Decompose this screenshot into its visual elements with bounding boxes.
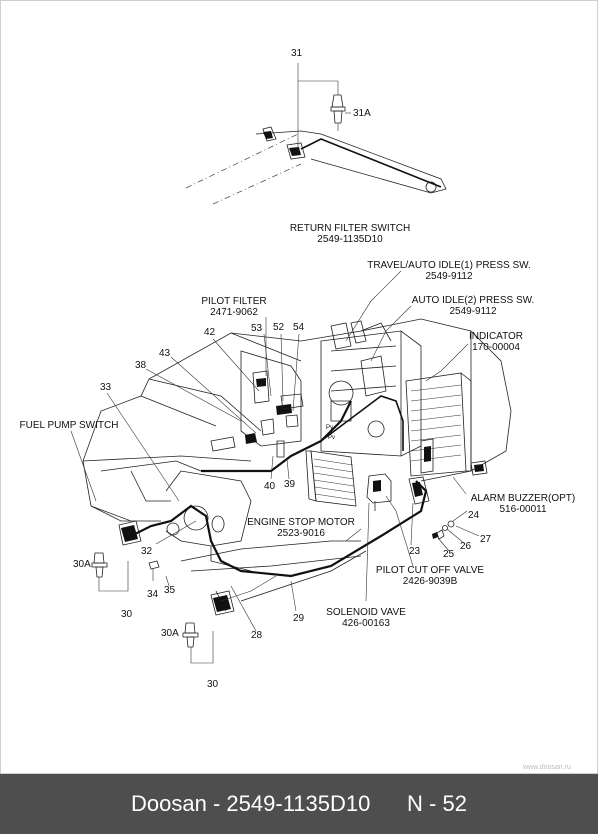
callout-34: 34 bbox=[147, 589, 159, 600]
upper-frame bbox=[82, 318, 512, 612]
label-alarm-buzzer: ALARM BUZZER(OPT) bbox=[471, 493, 575, 504]
callout-43: 43 bbox=[159, 348, 171, 359]
callout-52: 52 bbox=[273, 322, 285, 333]
callout-39: 39 bbox=[284, 479, 296, 490]
hardware-24-27 bbox=[432, 520, 455, 540]
pn-solenoid-vave: 426-00163 bbox=[342, 618, 390, 629]
solenoid-valve bbox=[366, 473, 392, 511]
callout-27: 27 bbox=[480, 534, 492, 545]
wire-harness-engine bbox=[320, 395, 404, 451]
callout-32: 32 bbox=[141, 546, 153, 557]
label-travel-auto-idle-1: TRAVEL/AUTO IDLE(1) PRESS SW. bbox=[367, 260, 531, 271]
footer-brand: Doosan bbox=[131, 791, 207, 816]
callout-24: 24 bbox=[468, 510, 480, 521]
label-auto-idle-2: AUTO IDLE(2) PRESS SW. bbox=[412, 295, 535, 306]
callout-35: 35 bbox=[164, 585, 176, 596]
callout-33: 33 bbox=[100, 382, 112, 393]
watermark-text: www.doosan.ru bbox=[522, 764, 571, 771]
callout-31a: 31A bbox=[353, 108, 371, 119]
diagram-canvas: 31 31A RETURN FILTER SWITCH 2549-1135D10 bbox=[20, 48, 576, 771]
callout-30a-left: 30A bbox=[73, 559, 91, 570]
callout-26: 26 bbox=[460, 541, 472, 552]
footer-part-number: 2549-1135D10 bbox=[226, 791, 371, 816]
callout-31: 31 bbox=[291, 48, 303, 59]
caption-bar: Doosan - 2549-1135D10 N - 52 bbox=[0, 774, 598, 834]
electrical-parts-diagram: 31 31A RETURN FILTER SWITCH 2549-1135D10 bbox=[0, 0, 598, 774]
pilot-filter-assembly bbox=[210, 350, 304, 458]
pn-alarm-buzzer: 516-00011 bbox=[499, 504, 547, 515]
work-light-left bbox=[118, 520, 142, 546]
alarm-buzzer bbox=[470, 460, 488, 476]
callout-23: 23 bbox=[409, 546, 421, 557]
wire-harness-branch bbox=[201, 400, 352, 473]
callout-42: 42 bbox=[204, 327, 216, 338]
leader-lines bbox=[70, 270, 480, 664]
label-indicator: INDICATOR bbox=[469, 331, 523, 342]
label-fuel-pump-switch: FUEL PUMP SWITCH bbox=[20, 420, 119, 431]
leader-31-bulb bbox=[298, 80, 339, 95]
callout-54: 54 bbox=[293, 322, 305, 333]
callout-25: 25 bbox=[443, 549, 455, 560]
work-light-top bbox=[263, 131, 306, 160]
bulb-30a-left bbox=[91, 552, 108, 578]
callout-30-bottom: 30 bbox=[207, 679, 219, 690]
pn-indicator: 170-00004 bbox=[472, 342, 520, 353]
callout-29: 29 bbox=[293, 613, 305, 624]
boom-assembly bbox=[185, 126, 447, 205]
callout-28: 28 bbox=[251, 630, 263, 641]
label-pilot-filter: PILOT FILTER bbox=[201, 296, 266, 307]
footer-separator: - bbox=[206, 791, 227, 816]
callout-38: 38 bbox=[135, 360, 147, 371]
pn-auto-idle-2: 2549-9112 bbox=[449, 306, 497, 317]
port-mark-pv: Pv bbox=[328, 435, 335, 441]
bulb-31a bbox=[330, 94, 346, 131]
footer-page-ref: N - 52 bbox=[407, 791, 467, 816]
label-engine-stop-motor: ENGINE STOP MOTOR bbox=[247, 517, 355, 528]
label-return-filter-switch: RETURN FILTER SWITCH bbox=[290, 223, 410, 234]
engine-stop-motor bbox=[305, 450, 357, 507]
pn-pilot-filter: 2471-9062 bbox=[210, 307, 258, 318]
callout-30a-bottom: 30A bbox=[161, 628, 179, 639]
pn-pilot-cut-off-valve: 2426-9039B bbox=[403, 576, 458, 587]
footer-spacer bbox=[370, 791, 407, 817]
engine-block bbox=[320, 320, 472, 477]
label-pilot-cut-off-valve: PILOT CUT OFF VALVE bbox=[376, 565, 485, 576]
wire-harness-light bbox=[220, 575, 277, 602]
work-light-bottom bbox=[210, 590, 235, 616]
callout-53: 53 bbox=[251, 323, 263, 334]
pn-return-filter-switch: 2549-1135D10 bbox=[317, 234, 383, 245]
pn-travel-auto-idle-1: 2549-9112 bbox=[425, 271, 473, 282]
bulb-30a-bottom bbox=[182, 622, 199, 648]
callout-30-left: 30 bbox=[121, 609, 133, 620]
wire-harness bbox=[128, 480, 428, 578]
label-solenoid-vave: SOLENOID VAVE bbox=[326, 607, 406, 618]
pn-engine-stop-motor: 2523-9016 bbox=[277, 528, 325, 539]
port-mark-py: Py bbox=[326, 425, 333, 431]
bolt-34 bbox=[148, 560, 160, 581]
callout-40: 40 bbox=[264, 481, 276, 492]
